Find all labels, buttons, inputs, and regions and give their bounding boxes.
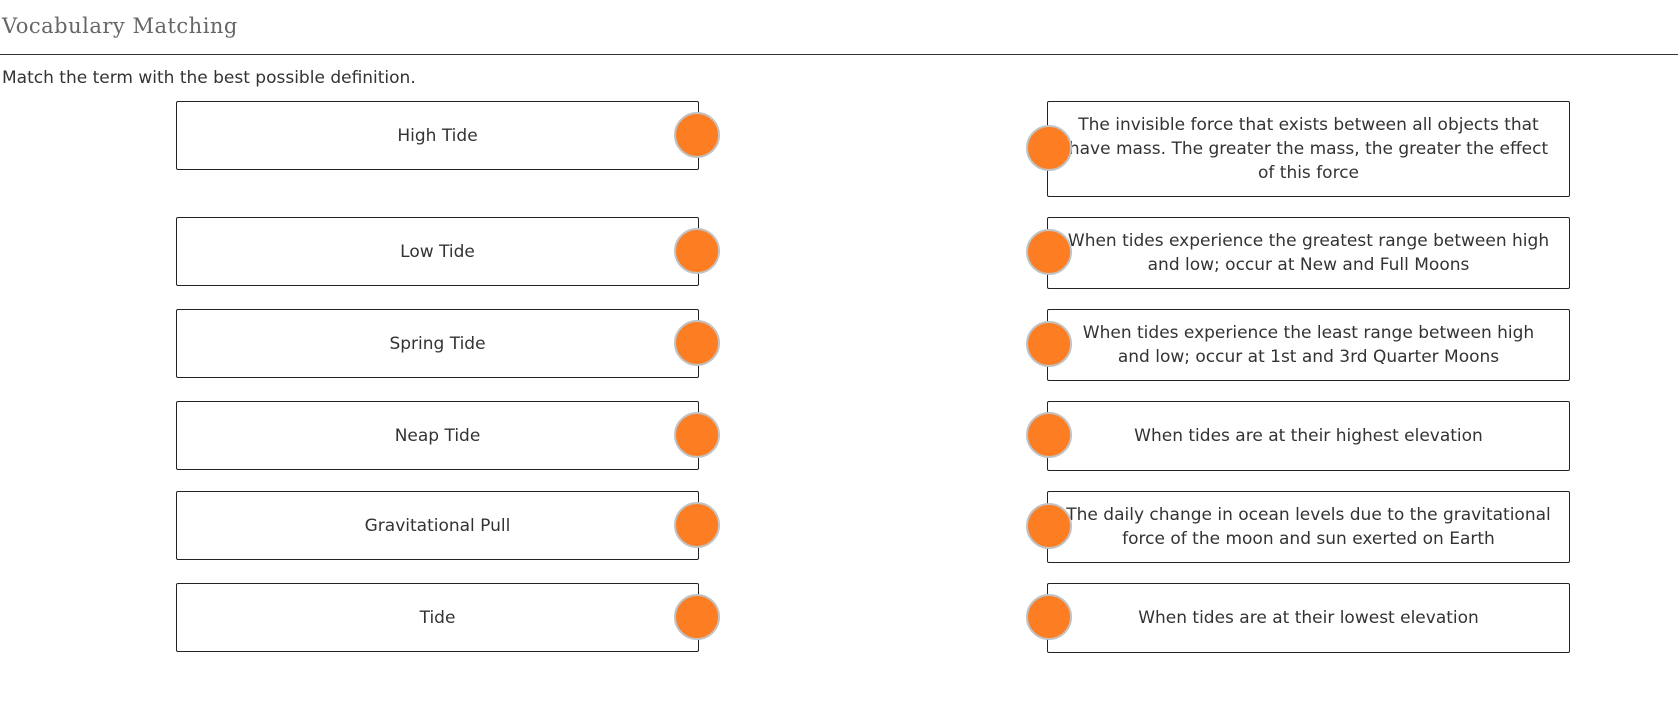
definition-connector-dot-3[interactable] <box>1026 321 1072 367</box>
term-label: Tide <box>419 607 456 628</box>
term-box-high-tide[interactable]: High Tide <box>176 101 699 170</box>
definition-text: The invisible force that exists between … <box>1068 115 1549 183</box>
definition-connector-dot-1[interactable] <box>1026 125 1072 171</box>
term-connector-dot-spring-tide[interactable] <box>674 320 720 366</box>
title-divider <box>0 54 1678 55</box>
definition-connector-dot-2[interactable] <box>1026 229 1072 275</box>
term-connector-dot-high-tide[interactable] <box>674 112 720 158</box>
definition-box-2[interactable]: When tides experience the greatest range… <box>1047 217 1570 289</box>
term-box-neap-tide[interactable]: Neap Tide <box>176 401 699 470</box>
definition-box-5[interactable]: The daily change in ocean levels due to … <box>1047 491 1570 563</box>
term-label: Gravitational Pull <box>364 515 511 536</box>
definition-text: When tides experience the greatest range… <box>1067 231 1550 275</box>
term-connector-dot-neap-tide[interactable] <box>674 412 720 458</box>
definition-box-6[interactable]: When tides are at their lowest elevation <box>1047 583 1570 653</box>
term-label: Spring Tide <box>389 333 486 354</box>
definition-text: The daily change in ocean levels due to … <box>1066 505 1551 549</box>
definition-text: When tides experience the least range be… <box>1082 323 1535 367</box>
definition-text: When tides are at their lowest elevation <box>1138 608 1479 628</box>
instructions-text: Match the term with the best possible de… <box>2 68 416 88</box>
term-connector-dot-tide[interactable] <box>674 594 720 640</box>
definition-connector-dot-5[interactable] <box>1026 503 1072 549</box>
term-connector-dot-gravitational-pull[interactable] <box>674 502 720 548</box>
term-box-low-tide[interactable]: Low Tide <box>176 217 699 286</box>
definition-box-3[interactable]: When tides experience the least range be… <box>1047 309 1570 381</box>
term-box-spring-tide[interactable]: Spring Tide <box>176 309 699 378</box>
definition-connector-dot-6[interactable] <box>1026 594 1072 640</box>
term-label: High Tide <box>397 125 478 146</box>
definition-box-4[interactable]: When tides are at their highest elevatio… <box>1047 401 1570 471</box>
term-box-tide[interactable]: Tide <box>176 583 699 652</box>
definition-connector-dot-4[interactable] <box>1026 412 1072 458</box>
term-label: Low Tide <box>400 241 475 262</box>
term-label: Neap Tide <box>394 425 481 446</box>
definition-text: When tides are at their highest elevatio… <box>1134 426 1483 446</box>
definition-box-1[interactable]: The invisible force that exists between … <box>1047 101 1570 197</box>
term-box-gravitational-pull[interactable]: Gravitational Pull <box>176 491 699 560</box>
term-connector-dot-low-tide[interactable] <box>674 228 720 274</box>
page-title: Vocabulary Matching <box>2 14 238 38</box>
